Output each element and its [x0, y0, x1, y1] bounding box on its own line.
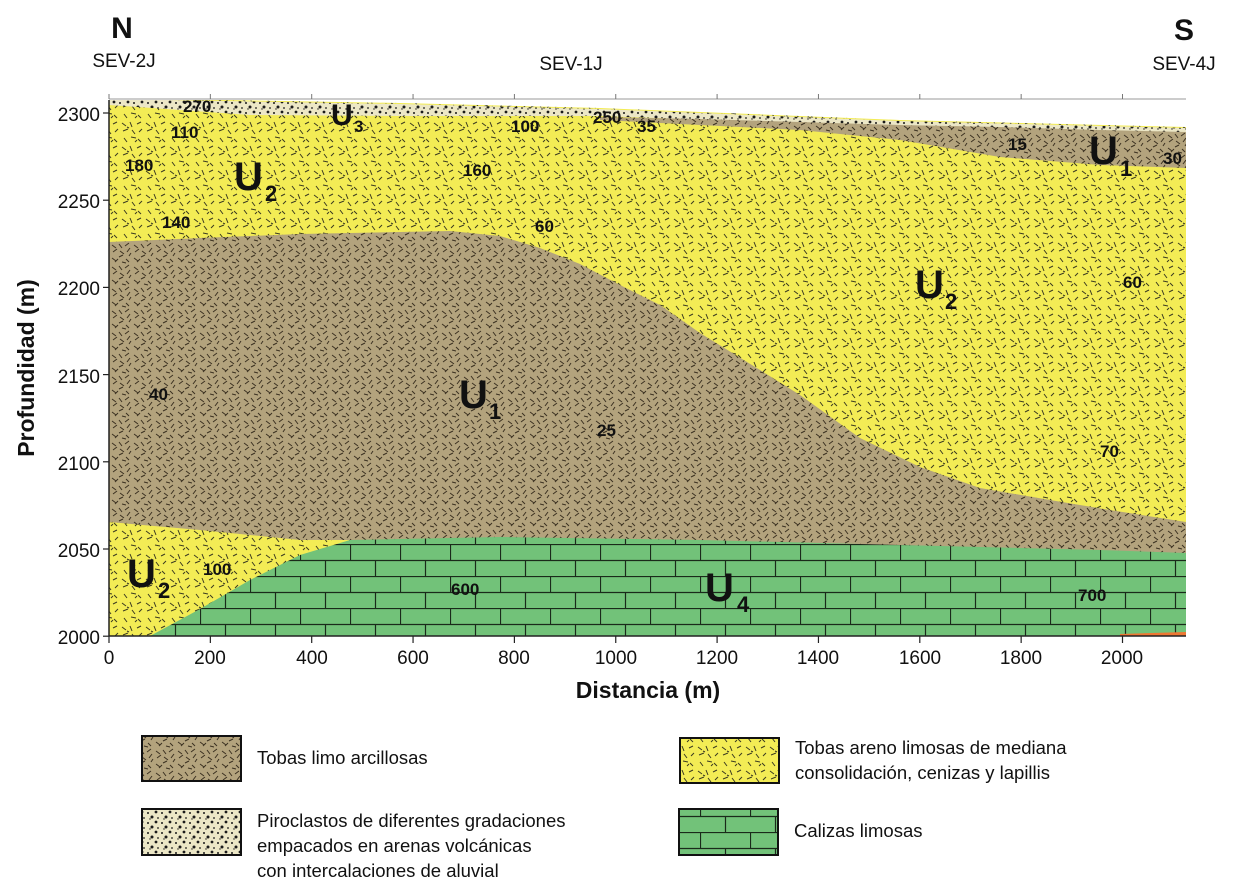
unit-label-u2-lower: U 2: [127, 552, 170, 603]
sounding-sev-2j: SEV-2J: [92, 51, 155, 72]
x-tick-label: 1800: [1000, 648, 1042, 669]
resistivity-value: 160: [463, 161, 491, 180]
x-tick-label: 400: [296, 648, 328, 669]
y-tick-marks: [103, 112, 109, 637]
legend-text-line: Calizas limosas: [794, 820, 923, 841]
legend-text-line: consolidación, cenizas y lapillis: [795, 762, 1050, 783]
x-tick-label: 200: [194, 648, 226, 669]
x-tick-label: 800: [498, 648, 530, 669]
legend-swatch-brown: [141, 735, 242, 782]
y-tick-label: 2150: [58, 367, 100, 388]
svg-text:1: 1: [1120, 156, 1132, 181]
legend-item-tobas-areno-limosas: Tobas areno limosas de mediana consolida…: [679, 737, 1067, 784]
resistivity-value: 180: [125, 156, 153, 175]
resistivity-value: 110: [171, 123, 198, 142]
resistivity-value: 270: [183, 97, 211, 116]
legend-item-calizas-limosas: Calizas limosas: [678, 808, 923, 856]
legend-text-line: empacados en arenas volcánicas: [257, 835, 532, 856]
legend-item-tobas-limo-arcillosas: Tobas limo arcillosas: [141, 735, 428, 782]
unit-label-u1-center: U 1: [459, 373, 501, 424]
unit-label-u1-upper: U 1: [1089, 129, 1132, 181]
resistivity-value: 60: [1123, 273, 1142, 292]
resistivity-value: 100: [511, 117, 539, 136]
x-tick-label: 1400: [797, 648, 839, 669]
legend-swatch-yellow: [679, 737, 780, 784]
y-tick-label: 2300: [58, 105, 100, 126]
svg-text:U: U: [459, 373, 488, 417]
svg-text:U: U: [127, 552, 156, 596]
legend-text-line: con intercalaciones de aluvial: [257, 860, 499, 881]
resistivity-value: 250: [593, 108, 621, 127]
y-tick-label: 2000: [58, 628, 100, 649]
legend: Tobas limo arcillosas Tobas areno limosa…: [141, 735, 1067, 881]
legend-text-line: Tobas limo arcillosas: [257, 747, 428, 768]
north-label: N: [111, 12, 133, 45]
svg-text:U: U: [915, 263, 944, 307]
resistivity-value: 100: [203, 560, 231, 579]
x-axis-title: Distancia (m): [576, 677, 720, 703]
sounding-sev-1j: SEV-1J: [539, 54, 602, 75]
basement-sliver: [1120, 632, 1186, 636]
resistivity-value: 15: [1008, 135, 1027, 154]
x-tick-label: 600: [397, 648, 429, 669]
top-tick-marks: [108, 94, 1123, 99]
svg-text:2: 2: [158, 578, 170, 603]
above-surface: [225, 100, 1186, 127]
svg-text:1: 1: [489, 399, 501, 424]
unit-label-u4: U 4: [705, 566, 750, 617]
svg-text:2: 2: [265, 181, 277, 206]
resistivity-value: 140: [162, 213, 190, 232]
svg-text:U: U: [1089, 129, 1118, 173]
resistivity-value: 70: [1100, 442, 1119, 461]
svg-text:2: 2: [945, 289, 957, 314]
legend-text-line: Piroclastos de diferentes gradaciones: [257, 810, 566, 831]
resistivity-value: 25: [597, 421, 616, 440]
x-tick-label: 1000: [595, 648, 637, 669]
legend-swatch-dots: [141, 808, 242, 856]
resistivity-value: 60: [535, 217, 554, 236]
legend-swatch-brick: [678, 808, 779, 856]
unit-label-u2-upper: U 2: [234, 155, 277, 206]
layer-u3-piroclastos: [109, 100, 1186, 133]
x-tick-label: 1200: [696, 648, 738, 669]
svg-text:U: U: [331, 99, 353, 132]
unit-label-u3: U 3: [331, 99, 363, 136]
y-tick-label: 2050: [58, 541, 100, 562]
layer-u4-calizas: [109, 537, 1186, 636]
x-tick-marks: [108, 636, 1124, 643]
y-tick-label: 2100: [58, 454, 100, 475]
svg-text:U: U: [705, 566, 734, 610]
section-layers: [109, 100, 1186, 636]
legend-text-line: Tobas areno limosas de mediana: [795, 737, 1067, 758]
svg-text:4: 4: [737, 592, 750, 617]
x-tick-label: 0: [104, 648, 115, 669]
layer-u1-lower-tobas-limo: [109, 231, 1186, 557]
x-tick-label: 2000: [1101, 648, 1143, 669]
resistivity-value: 600: [451, 580, 479, 599]
resistivity-value: 40: [149, 385, 168, 404]
resistivity-value: 35: [637, 117, 656, 136]
y-tick-label: 2200: [58, 279, 100, 300]
x-tick-label: 1600: [899, 648, 941, 669]
resistivity-value: 30: [1163, 149, 1182, 168]
y-tick-label: 2250: [58, 192, 100, 213]
legend-item-piroclastos: Piroclastos de diferentes gradaciones em…: [141, 808, 566, 881]
resistivity-value: 700: [1078, 586, 1106, 605]
svg-text:U: U: [234, 155, 263, 199]
unit-label-u2-right: U 2: [915, 263, 957, 314]
y-axis-title: Profundidad (m): [13, 279, 39, 457]
sounding-sev-4j: SEV-4J: [1152, 54, 1215, 75]
svg-text:3: 3: [354, 117, 363, 136]
layer-u1-upper-tobas-limo: [600, 117, 1186, 168]
south-label: S: [1174, 14, 1194, 47]
